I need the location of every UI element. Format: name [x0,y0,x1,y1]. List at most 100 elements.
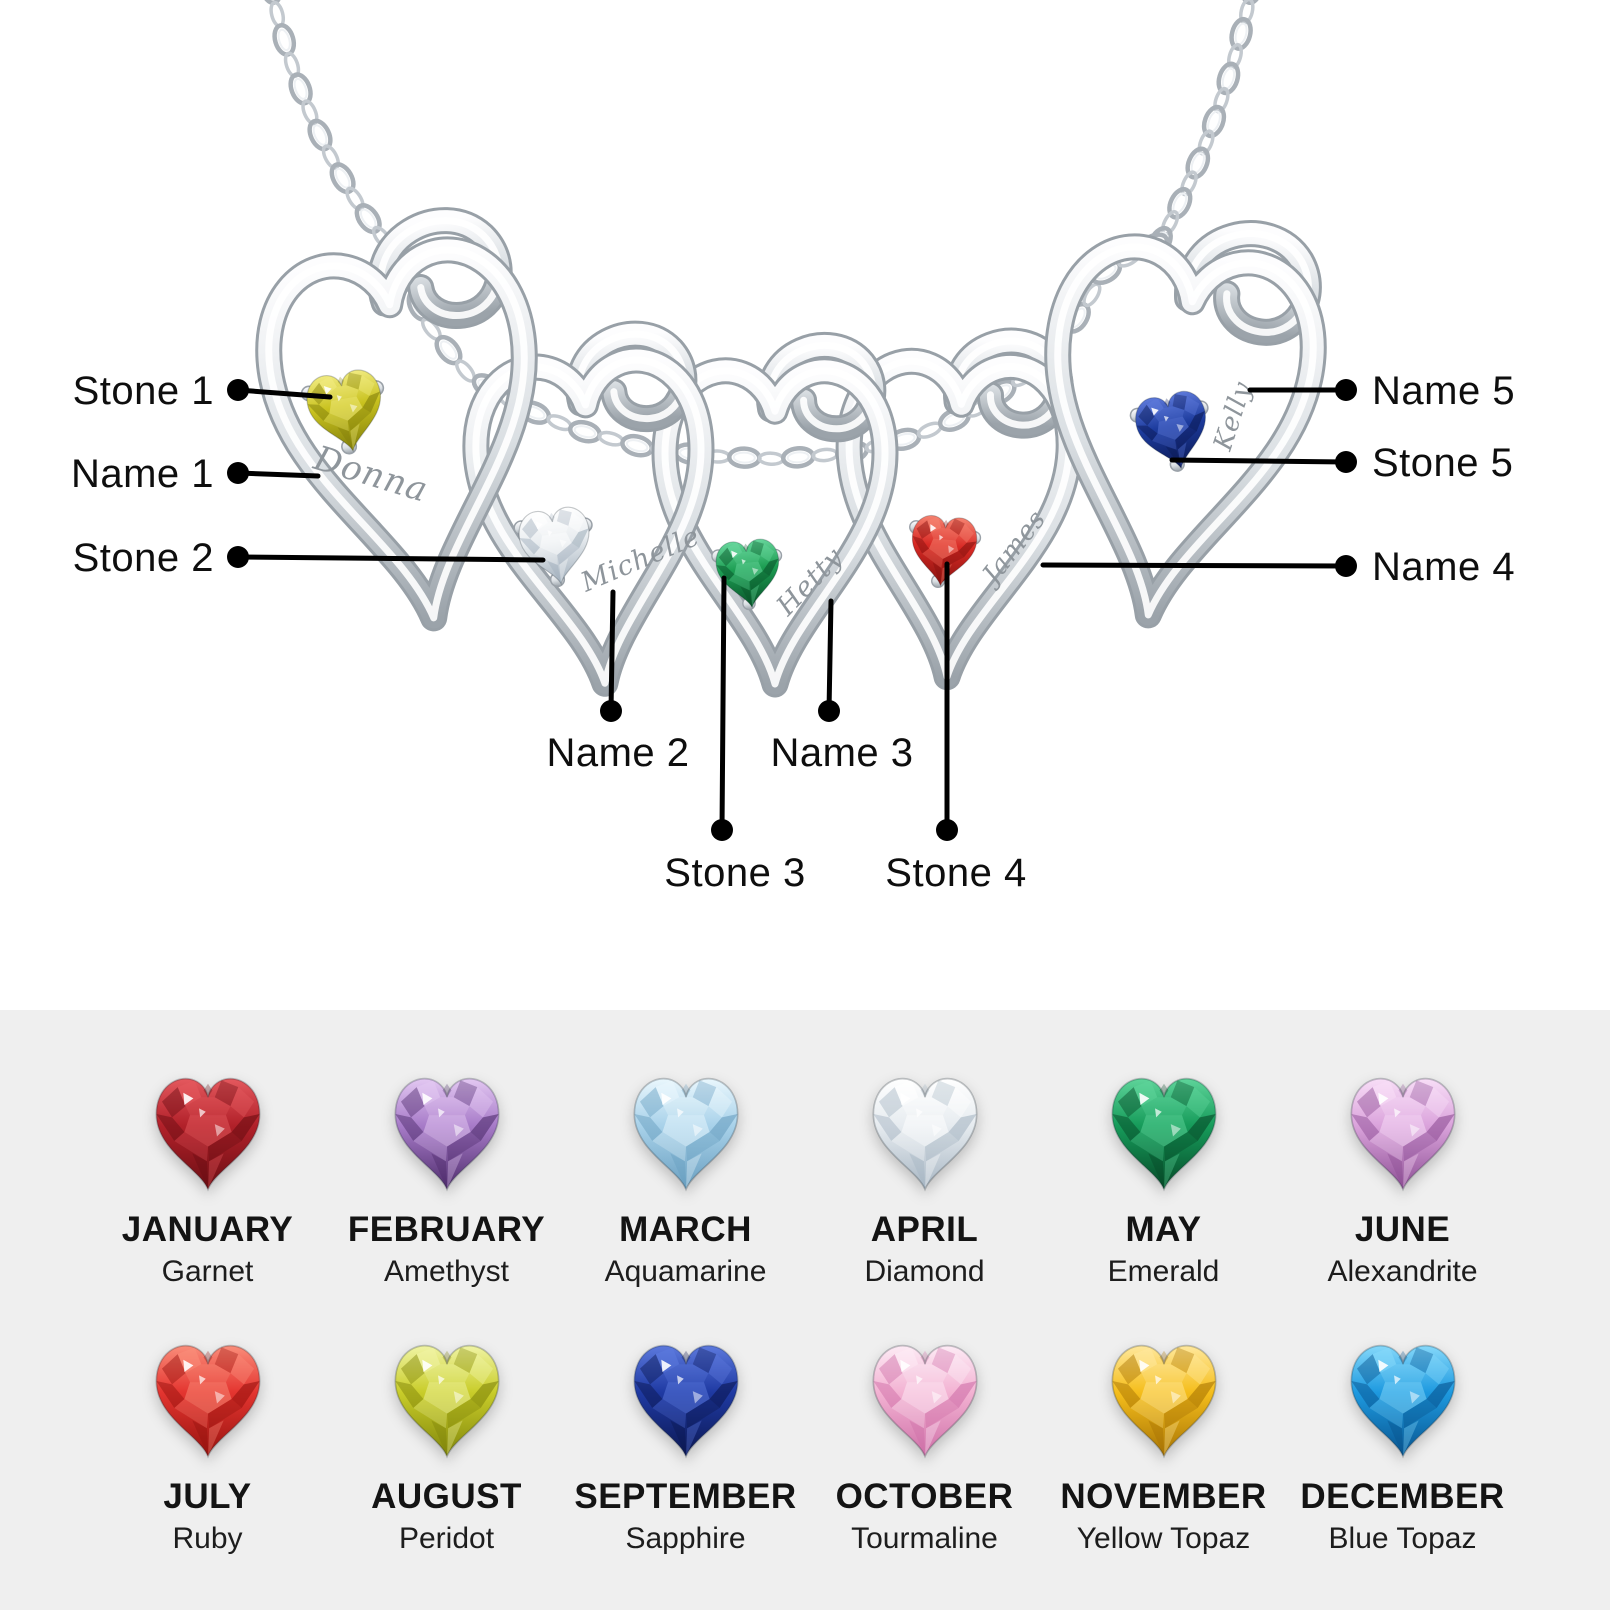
callout-line-stone-2 [235,554,546,563]
stone-name-label: Ruby [172,1522,243,1555]
callout-label-name-2: Name 2 [546,731,690,775]
stone-name-label: Garnet [161,1255,254,1288]
callout-dot-name-1 [227,462,249,484]
gem-february [394,1077,499,1192]
callout-line-name-1 [235,470,321,479]
month-label: MAY [1125,1210,1202,1249]
stone-name-label: Emerald [1107,1255,1220,1288]
callout-dot-stone-2 [227,546,249,568]
callout-label-name-1: Name 1 [70,452,214,496]
birthstone-cell-january: JANUARY Garnet [88,1068,327,1289]
callout-label-name-5: Name 5 [1372,369,1516,413]
birthstone-cell-february: FEBRUARY Amethyst [327,1068,566,1289]
month-label: FEBRUARY [347,1210,546,1249]
month-label: MARCH [619,1210,752,1249]
gem-heart-november [1111,1344,1216,1459]
callout-line-name-4 [1040,562,1349,569]
gem-september [633,1344,738,1459]
stone-name-label: Tourmaline [851,1522,998,1555]
month-label: APRIL [870,1210,979,1249]
month-label: OCTOBER [835,1477,1014,1516]
callout-label-stone-5: Stone 5 [1372,441,1514,485]
stone-name-label: Aquamarine [604,1255,767,1288]
stone-name-label: Diamond [864,1255,985,1288]
birthstone-cell-july: JULY Ruby [88,1335,327,1556]
birthstone-cell-august: AUGUST Peridot [327,1335,566,1556]
gem-heart-february [394,1077,499,1192]
gem-august [394,1344,499,1459]
birthstone-cell-september: SEPTEMBER Sapphire [566,1335,805,1556]
month-label: SEPTEMBER [574,1477,797,1516]
gem-heart-april [872,1077,977,1192]
gem-heart-october [872,1344,977,1459]
callout-label-name-4: Name 4 [1372,545,1516,589]
callout-label-stone-3: Stone 3 [664,851,806,895]
month-label: AUGUST [371,1477,522,1516]
callout-dot-name-3 [818,700,840,722]
birthstone-chart-panel: JANUARY Garnet FEBRUARY Amethyst MARCH Aquama… [0,1010,1610,1610]
callout-dot-name-5 [1335,379,1357,401]
gem-march [633,1077,738,1192]
callout-label-name-3: Name 3 [770,731,914,775]
gem-may [1111,1077,1216,1192]
callout-dot-stone-3 [711,819,733,841]
pendant-gem-2 [518,506,590,586]
gem-heart-june [1350,1077,1455,1192]
birthstone-cell-may: MAY Emerald [1044,1068,1283,1289]
pendant-gem-5 [1135,390,1206,470]
callout-line-name-2 [608,589,616,714]
gem-heart-september [633,1344,738,1459]
birthstone-grid: JANUARY Garnet FEBRUARY Amethyst MARCH Aquama… [0,1010,1610,1556]
month-label: JUNE [1354,1210,1451,1249]
gem-november [1111,1344,1216,1459]
callout-line-stone-1 [235,387,333,400]
gem-heart-august [394,1344,499,1459]
heart-pendant-5 [1022,209,1329,633]
callout-line-name-3 [826,598,834,714]
callout-dot-stone-1 [227,379,249,401]
pendant-stone-2 [513,506,593,588]
gem-heart-december [1350,1344,1455,1459]
stone-name-label: Sapphire [625,1522,746,1555]
gem-july [155,1344,260,1459]
gem-heart-march [633,1077,738,1192]
stone-name-label: Yellow Topaz [1076,1522,1251,1555]
gem-january [155,1077,260,1192]
birthstone-cell-november: NOVEMBER Yellow Topaz [1044,1335,1283,1556]
month-label: NOVEMBER [1060,1477,1267,1516]
callout-dot-stone-5 [1335,451,1357,473]
stone-name-label: Blue Topaz [1328,1522,1477,1555]
pendant-stone-5 [1129,390,1209,472]
callout-line-stone-5 [1169,457,1349,465]
callout-dot-name-2 [600,700,622,722]
pendant-stone-3 [711,538,783,611]
callout-line-stone-3 [719,575,727,833]
callout-label-stone-2: Stone 2 [72,536,214,580]
birthstone-cell-october: OCTOBER Tourmaline [805,1335,1044,1556]
pendant-stone-4 [909,514,982,589]
gem-april [872,1077,977,1192]
month-label: JULY [163,1477,252,1516]
pendant-gem-3 [715,538,779,609]
month-label: JANUARY [121,1210,294,1249]
callout-dot-stone-4 [936,819,958,841]
gem-june [1350,1077,1455,1192]
gem-heart-january [155,1077,260,1192]
pendant-gem-1 [306,369,381,453]
gem-heart-july [155,1344,260,1459]
pendant-gem-4 [911,514,978,587]
month-label: DECEMBER [1300,1477,1505,1516]
heart-pendant-2 [469,330,718,691]
heart-pendant-3 [665,345,885,684]
pendant-stone-1 [300,369,385,455]
heart-pendant-1 [253,212,560,636]
gem-october [872,1344,977,1459]
stone-name-label: Amethyst [383,1255,510,1288]
birthstone-cell-december: DECEMBER Blue Topaz [1283,1335,1522,1556]
stone-name-label: Peridot [398,1522,495,1555]
birthstone-cell-march: MARCH Aquamarine [566,1068,805,1289]
